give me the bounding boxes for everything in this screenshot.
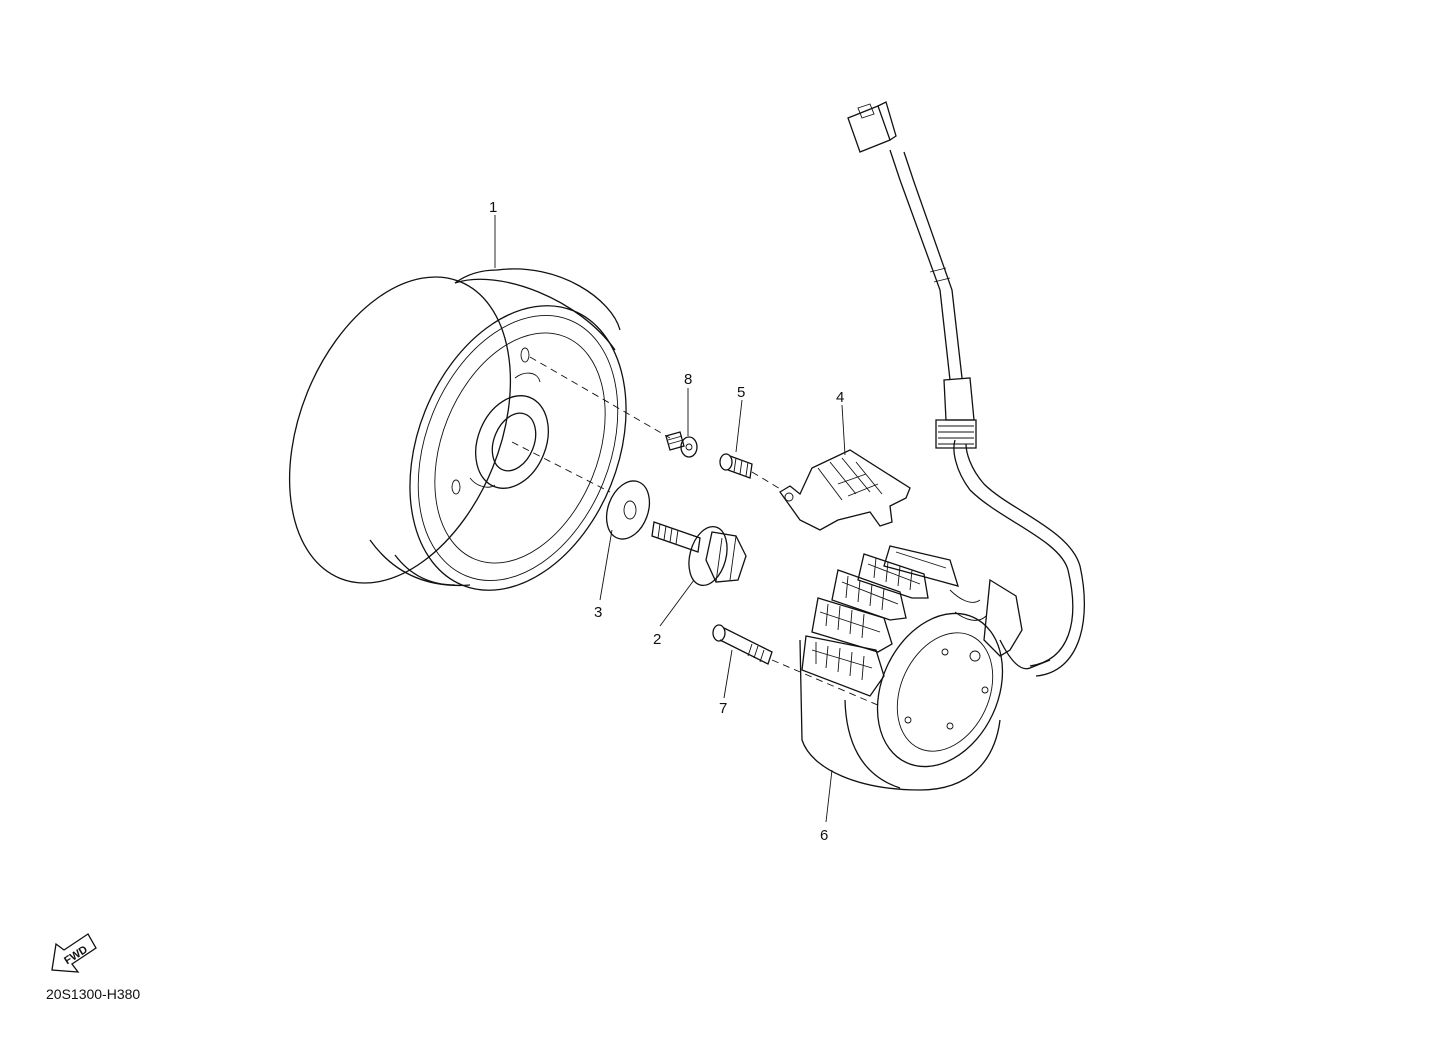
bolt-part-5: [719, 453, 753, 479]
stator-part-6: [799, 545, 1051, 791]
leader-lines: [494, 215, 846, 823]
callout-7: 7: [719, 700, 727, 717]
flange-bolt-part-2: [651, 521, 747, 586]
callout-6: 6: [820, 827, 828, 844]
fwd-arrow-icon: FWD: [51, 933, 97, 973]
callout-2: 2: [653, 631, 661, 648]
rotor-flywheel: [288, 268, 627, 591]
screw-part-8: [665, 431, 698, 458]
callout-1: 1: [489, 199, 497, 216]
bracket-part-4: [779, 449, 911, 531]
callout-4: 4: [836, 389, 844, 406]
long-bolt-part-7: [712, 624, 773, 665]
callout-8: 8: [684, 371, 692, 388]
diagram-code: 20S1300-H380: [46, 986, 141, 1002]
washer-part-3: [605, 480, 651, 540]
callouts: 1 2 3 4 5 6 7 8: [489, 199, 844, 844]
wire-harness: [847, 101, 1086, 677]
callout-5: 5: [737, 384, 745, 401]
callout-3: 3: [594, 604, 602, 621]
fwd-label: FWD: [62, 944, 90, 967]
